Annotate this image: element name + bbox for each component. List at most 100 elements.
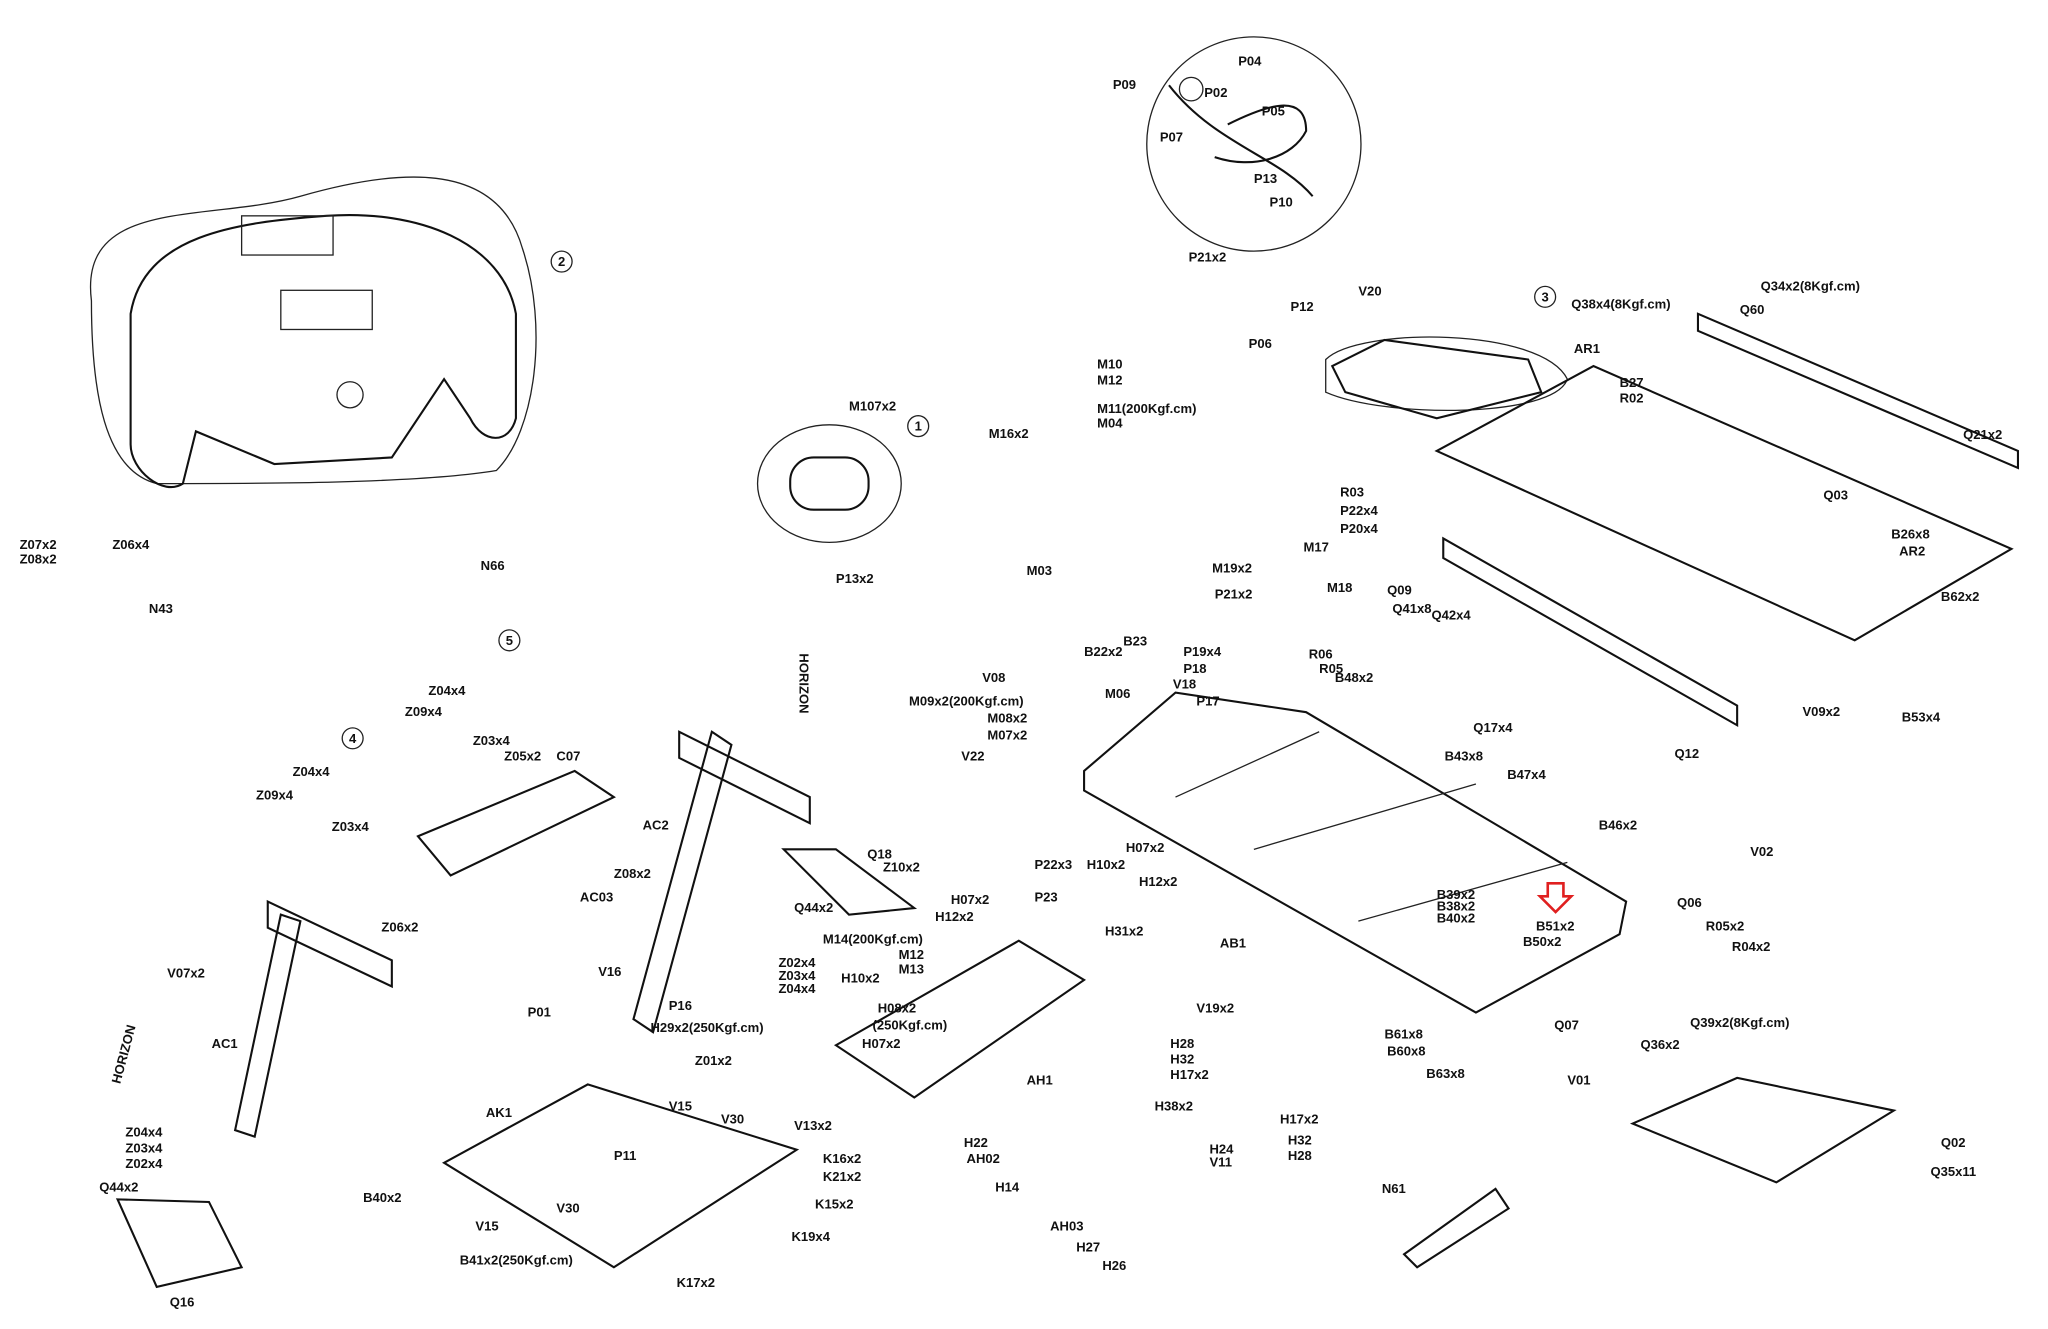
part-label-p21x2: P21x2 xyxy=(1215,587,1253,602)
part-label-b48x2: B48x2 xyxy=(1335,670,1373,685)
part-label-ab1: AB1 xyxy=(1220,935,1246,950)
part-label-b41x2-250kgf-cm-: B41x2(250Kgf.cm) xyxy=(460,1253,573,1268)
part-label-b60x8: B60x8 xyxy=(1387,1044,1425,1059)
part-label-v15: V15 xyxy=(475,1219,498,1234)
part-label-p07: P07 xyxy=(1160,129,1183,144)
part-label-q44x2: Q44x2 xyxy=(99,1180,138,1195)
part-label-ac2: AC2 xyxy=(643,818,669,833)
motor-group-outline xyxy=(756,424,902,544)
callout-number: 2 xyxy=(558,254,565,269)
wiring-detail-circle xyxy=(1146,36,1362,252)
part-label-v07x2: V07x2 xyxy=(167,965,205,980)
part-label-q16: Q16 xyxy=(170,1294,195,1309)
part-label-q42x4: Q42x4 xyxy=(1432,607,1472,622)
part-label-k15x2: K15x2 xyxy=(815,1196,853,1211)
part-label-z08x2: Z08x2 xyxy=(20,551,57,566)
part-label-b38x2: B38x2 xyxy=(1437,899,1475,914)
part-label-z06x2: Z06x2 xyxy=(381,920,418,935)
rear-frame xyxy=(833,939,1087,1099)
part-label-z04x4: Z04x4 xyxy=(293,764,331,779)
motor xyxy=(789,456,870,511)
part-label-z03x4: Z03x4 xyxy=(473,733,511,748)
part-label-h27: H27 xyxy=(1076,1240,1100,1255)
part-label-p17: P17 xyxy=(1196,694,1219,709)
part-label-m12: M12 xyxy=(899,947,924,962)
bottom-frame xyxy=(441,1083,800,1269)
part-label-z03x4: Z03x4 xyxy=(125,1140,163,1155)
part-label-q02: Q02 xyxy=(1941,1135,1966,1150)
part-label-v16: V16 xyxy=(598,964,621,979)
part-label-z09x4: Z09x4 xyxy=(405,704,443,719)
part-label-v13x2: V13x2 xyxy=(794,1118,832,1133)
part-label-k19x4: K19x4 xyxy=(792,1229,831,1244)
part-label-z03x4: Z03x4 xyxy=(332,819,370,834)
part-label-q07: Q07 xyxy=(1554,1018,1579,1033)
part-label-h29x2-250kgf-cm-: H29x2(250Kgf.cm) xyxy=(650,1020,763,1035)
part-label-b40x2: B40x2 xyxy=(1437,910,1475,925)
part-label-m12: M12 xyxy=(1097,372,1122,387)
part-label-k16x2: K16x2 xyxy=(823,1151,861,1166)
part-label-p09: P09 xyxy=(1113,77,1136,92)
deck xyxy=(1434,364,2014,642)
console-keypad xyxy=(336,381,364,409)
part-label-h07x2: H07x2 xyxy=(951,892,989,907)
part-label-p01: P01 xyxy=(528,1005,551,1020)
part-label-q09: Q09 xyxy=(1387,583,1412,598)
part-label-r05x2: R05x2 xyxy=(1706,918,1744,933)
part-label-h12x2: H12x2 xyxy=(935,909,973,924)
highlight-arrow-icon xyxy=(1536,881,1575,914)
part-label-ac1: AC1 xyxy=(212,1036,238,1051)
part-label-r04x2: R04x2 xyxy=(1732,939,1770,954)
part-label-z10x2: Z10x2 xyxy=(883,860,920,875)
callout-circle xyxy=(550,250,573,273)
motor-cover xyxy=(1330,338,1543,420)
part-label-r02: R02 xyxy=(1620,391,1644,406)
part-label-p20x4: P20x4 xyxy=(1340,521,1378,536)
part-label-m107x2: M107x2 xyxy=(849,398,896,413)
console-display xyxy=(280,289,373,331)
part-label-p22x3: P22x3 xyxy=(1034,857,1072,872)
part-label-q35x11: Q35x11 xyxy=(1930,1164,1976,1179)
part-label-h38x2: H38x2 xyxy=(1155,1099,1193,1114)
part-label--250kgf-cm-: (250Kgf.cm) xyxy=(872,1018,947,1033)
console-group-outline xyxy=(89,176,537,485)
callout-circle xyxy=(1534,285,1557,308)
q16-cover xyxy=(115,1198,244,1289)
part-label-v01: V01 xyxy=(1567,1072,1590,1087)
part-label-p04: P04 xyxy=(1238,54,1262,69)
part-label-b22x2: B22x2 xyxy=(1084,644,1122,659)
part-label-ak1: AK1 xyxy=(486,1105,512,1120)
part-label-m08x2: M08x2 xyxy=(987,711,1027,726)
part-label-h08x2: H08x2 xyxy=(878,1001,916,1016)
part-label-b23: B23 xyxy=(1123,634,1147,649)
part-label-b51x2: B51x2 xyxy=(1536,918,1574,933)
part-label-b47x4: B47x4 xyxy=(1507,767,1546,782)
part-label-ar1: AR1 xyxy=(1574,341,1600,356)
part-label-p23: P23 xyxy=(1034,890,1057,905)
part-label-v18: V18 xyxy=(1173,677,1196,692)
part-label-p02: P02 xyxy=(1204,85,1227,100)
part-label-h32: H32 xyxy=(1170,1052,1194,1067)
part-label-ac03: AC03 xyxy=(580,890,613,905)
callout-circle xyxy=(907,415,930,438)
part-label-h28: H28 xyxy=(1288,1148,1312,1163)
part-label-m06: M06 xyxy=(1105,686,1130,701)
part-label-h07x2: H07x2 xyxy=(862,1036,900,1051)
part-label-r03: R03 xyxy=(1340,485,1364,500)
part-label-q41x8: Q41x8 xyxy=(1392,601,1431,616)
part-label-h12x2: H12x2 xyxy=(1139,874,1177,889)
part-label-z04x4: Z04x4 xyxy=(428,683,466,698)
callout-number: 5 xyxy=(506,633,513,648)
part-label-p11: P11 xyxy=(614,1148,637,1163)
callout-number: 4 xyxy=(349,731,357,746)
part-label-m17: M17 xyxy=(1304,540,1329,555)
part-label-p05: P05 xyxy=(1262,103,1285,118)
part-label-b53x4: B53x4 xyxy=(1902,709,1941,724)
part-label-p12: P12 xyxy=(1290,299,1313,314)
part-label-v30: V30 xyxy=(721,1112,744,1127)
part-label-h24: H24 xyxy=(1209,1142,1234,1157)
console-tray xyxy=(240,215,334,256)
part-label-m04: M04 xyxy=(1097,415,1123,430)
part-label-v19x2: V19x2 xyxy=(1196,1001,1234,1016)
part-label-m14-200kgf-cm-: M14(200Kgf.cm) xyxy=(823,931,923,946)
